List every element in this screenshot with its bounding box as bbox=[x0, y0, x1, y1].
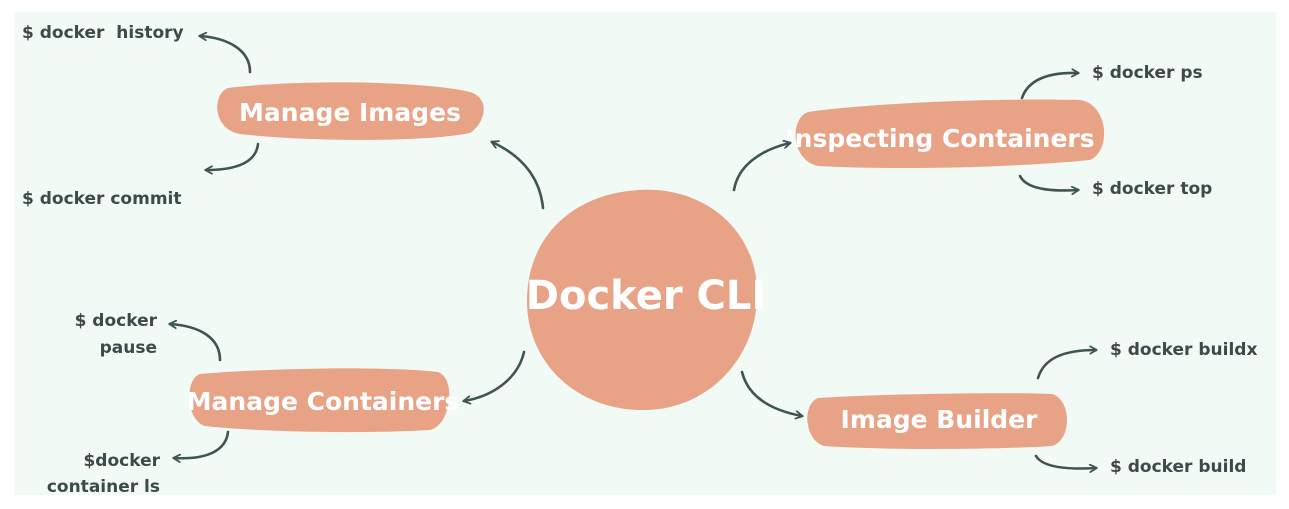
manage-images-node bbox=[217, 82, 484, 140]
cmd-docker-history: $ docker history bbox=[22, 23, 184, 43]
image-builder-node bbox=[807, 393, 1067, 449]
cmd-docker-pause-line2: pause bbox=[100, 338, 157, 358]
arrow-inspecting-to-top bbox=[1018, 174, 1078, 190]
arrow-inspecting-to-ps bbox=[1020, 73, 1078, 100]
cmd-docker-buildx: $ docker buildx bbox=[1110, 340, 1257, 360]
manage-containers-node bbox=[189, 368, 450, 433]
arrow-center-to-image-builder bbox=[740, 370, 802, 416]
center-circle bbox=[526, 189, 758, 411]
cmd-docker-container-ls-line2: container ls bbox=[47, 477, 160, 497]
branch-inspecting-containers: Inspecting Containers bbox=[785, 99, 1105, 168]
cmd-docker-container-ls-line1: $docker bbox=[83, 451, 160, 471]
center-label: Docker CLI bbox=[526, 273, 766, 319]
arrow-center-to-inspecting-containers bbox=[732, 143, 790, 192]
image-builder-label: Image Builder bbox=[841, 405, 1039, 434]
arrow-image-builder-to-build bbox=[1034, 454, 1096, 469]
arrow-manage-images-to-commit bbox=[206, 142, 260, 170]
cmd-docker-ps: $ docker ps bbox=[1092, 63, 1203, 83]
arrow-manage-containers-to-ls bbox=[174, 430, 230, 458]
manage-containers-label: Manage Containers bbox=[187, 387, 460, 416]
branch-manage-images: Manage Images bbox=[217, 82, 484, 140]
inspecting-containers-label: Inspecting Containers bbox=[785, 124, 1094, 153]
cmd-docker-build: $ docker build bbox=[1110, 457, 1246, 477]
cmd-docker-top: $ docker top bbox=[1092, 179, 1212, 199]
cmd-docker-commit: $ docker commit bbox=[22, 189, 182, 209]
center-node: Docker CLI bbox=[526, 189, 766, 411]
arrow-image-builder-to-buildx bbox=[1036, 350, 1096, 380]
manage-images-label: Manage Images bbox=[239, 98, 461, 127]
cmd-docker-pause-line1: $ docker bbox=[75, 311, 158, 331]
arrow-manage-containers-to-pause bbox=[170, 324, 222, 362]
branch-manage-containers: Manage Containers bbox=[187, 368, 460, 433]
arrow-center-to-manage-images bbox=[492, 142, 545, 210]
inspecting-containers-node bbox=[795, 99, 1105, 168]
branch-image-builder: Image Builder bbox=[807, 393, 1067, 449]
arrow-center-to-manage-containers bbox=[464, 350, 526, 401]
arrow-manage-images-to-history bbox=[200, 36, 252, 74]
